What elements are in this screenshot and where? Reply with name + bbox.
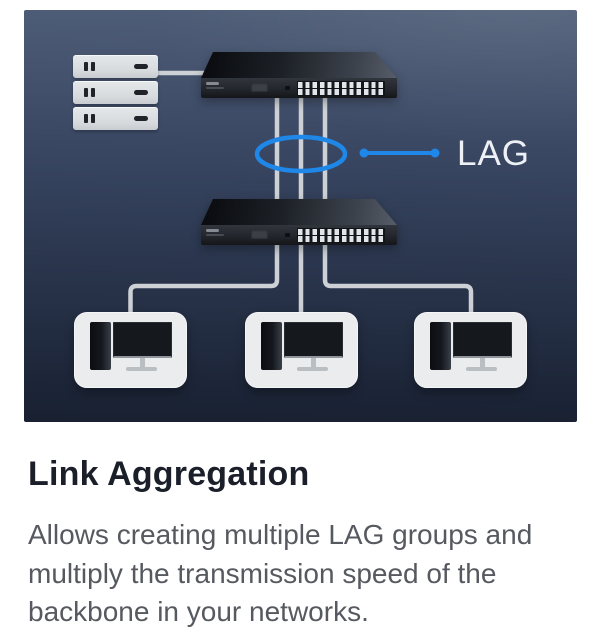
monitor-stand — [311, 358, 316, 367]
switch-display-panel — [251, 230, 268, 239]
server-vent — [134, 64, 148, 69]
network-switch-icon — [201, 199, 397, 245]
switch-display-panel — [251, 83, 268, 92]
server-led — [84, 62, 88, 71]
brand-mark — [206, 82, 224, 89]
lag-illustration: LAG — [24, 10, 577, 422]
switch-front-face — [201, 225, 397, 245]
callout-dot — [359, 148, 369, 158]
switch-ports — [297, 81, 385, 96]
server-unit — [73, 55, 158, 78]
server-led — [91, 114, 95, 123]
computer-card — [245, 312, 358, 388]
server-led — [91, 62, 95, 71]
port-row — [298, 82, 384, 88]
callout-dot — [430, 148, 440, 158]
pc-tower-icon — [430, 322, 451, 370]
lag-highlight — [254, 134, 440, 174]
description-line: backbone in your networks. — [28, 596, 369, 627]
monitor-base — [297, 367, 328, 371]
server-stack-icon — [73, 55, 158, 130]
computer-card — [74, 312, 187, 388]
client-cable-left — [128, 238, 280, 318]
switch-front-face — [201, 78, 397, 98]
description-line: multiply the transmission speed of the — [28, 557, 497, 589]
server-led — [84, 114, 88, 123]
monitor-stand — [140, 358, 145, 367]
switch-button — [285, 233, 290, 237]
lag-label: LAG — [457, 134, 531, 173]
pc-monitor-icon — [453, 322, 512, 358]
server-vent — [134, 116, 148, 121]
port-row — [298, 236, 384, 242]
pc-tower-icon — [90, 322, 111, 370]
brand-mark — [206, 229, 224, 236]
computer-card — [414, 312, 527, 388]
client-cable-right — [322, 238, 474, 318]
server-unit — [73, 107, 158, 130]
section-title: Link Aggregation — [28, 455, 310, 493]
switch-top-face — [201, 199, 397, 225]
monitor-base — [126, 367, 157, 371]
pc-monitor-icon — [113, 322, 172, 358]
description-line: Allows creating multiple LAG groups and — [28, 519, 533, 550]
server-led — [84, 88, 88, 97]
switch-top-face — [201, 52, 397, 78]
pc-tower-icon — [261, 322, 282, 370]
monitor-stand — [480, 358, 485, 367]
pc-monitor-icon — [284, 322, 343, 358]
monitor-base — [466, 367, 497, 371]
network-cables — [128, 70, 474, 318]
lag-ellipse — [254, 134, 348, 174]
port-row — [298, 229, 384, 235]
section-description: Allows creating multiple LAG groups and … — [28, 516, 588, 630]
switch-ports — [297, 228, 385, 243]
port-row — [298, 89, 384, 95]
server-led — [91, 88, 95, 97]
server-vent — [134, 90, 148, 95]
switch-button — [285, 86, 290, 90]
server-unit — [73, 81, 158, 104]
network-switch-icon — [201, 52, 397, 98]
